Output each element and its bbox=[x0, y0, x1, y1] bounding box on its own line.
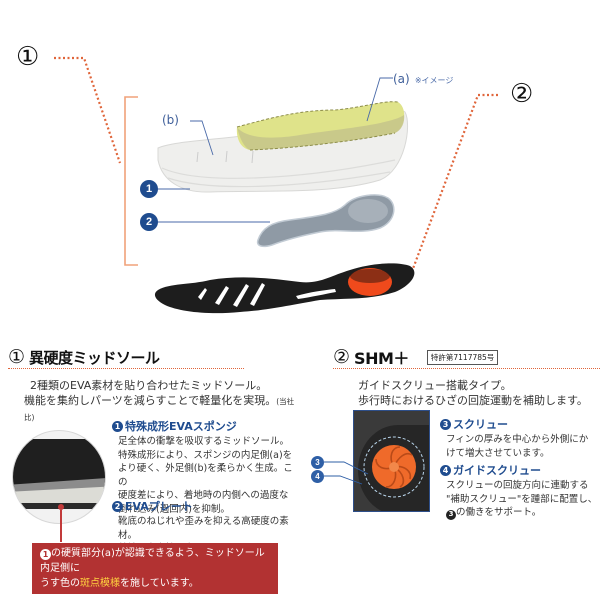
diagram-artwork bbox=[54, 56, 498, 314]
photo-pointer-dot bbox=[58, 504, 64, 510]
item3-title-text: スクリュー bbox=[453, 418, 508, 431]
marker-2: ② bbox=[510, 79, 534, 109]
section1-intro-line1: 2種類のEVA素材を貼り合わせたミッドソール。 bbox=[30, 379, 268, 392]
screw-photo bbox=[353, 410, 430, 512]
badge-2: 2 bbox=[140, 213, 158, 231]
section-shm: ② SHM＋ 特許第7117785号 ガイドスクリュー搭載タイプ。 歩行時におけ… bbox=[300, 340, 600, 600]
callout-highlight: 斑点模様 bbox=[80, 578, 120, 589]
item1-line: 硬度差により、着地時の内側への過度な bbox=[118, 490, 289, 501]
midsole-photo bbox=[12, 430, 106, 524]
section1-intro-line2: 機能を集約しパーツを減らすことで軽量化を実現。(当社比) bbox=[24, 393, 296, 425]
patent-badge: 特許第7117785号 bbox=[426, 349, 499, 365]
label-a-text: (a) bbox=[393, 72, 410, 86]
section1-number: ① bbox=[8, 346, 26, 368]
item2-title-text: EVAプレート bbox=[125, 500, 193, 513]
item4-title: 4 ガイドスクリュー bbox=[440, 462, 598, 478]
item3-line: けて増大させています。 bbox=[446, 447, 550, 459]
item2-badge: 2 bbox=[112, 500, 123, 512]
item3-title: 3 スクリュー bbox=[440, 416, 598, 432]
section1-intro-line2-text: 機能を集約しパーツを減らすことで軽量化を実現。 bbox=[24, 394, 277, 407]
item3-badge: 3 bbox=[440, 418, 451, 430]
photo-badge-4: 4 bbox=[311, 470, 324, 483]
item1-line: 特殊成形により、スポンジの内足側(a)を bbox=[118, 449, 293, 461]
item4-inline-badge: 3 bbox=[446, 509, 456, 520]
item1-line: 倒れ込み(過回内)を抑制。 bbox=[118, 503, 230, 515]
item4-badge: 4 bbox=[440, 464, 451, 476]
photo-badge-3: 3 bbox=[311, 456, 324, 469]
item3-line: フィンの厚みを中心から外側にか bbox=[446, 434, 589, 445]
screw-graphic bbox=[363, 436, 425, 498]
photo-pointer-line bbox=[60, 510, 62, 542]
item4-line: "補助スクリュー"を踵部に配置し、 bbox=[446, 493, 598, 505]
marker-1: ① bbox=[16, 42, 40, 72]
callout-line2-post: を施しています。 bbox=[120, 578, 199, 589]
section-midsole: ① 異硬度ミッドソール 2種類のEVA素材を貼り合わせたミッドソール。 機能を集… bbox=[0, 340, 300, 600]
item1-title-text: 特殊成形EVAスポンジ bbox=[125, 420, 237, 433]
section2-title: SHM＋ bbox=[354, 349, 409, 368]
section2-intro-line2: 歩行時におけるひざの回旋運動を補助します。 bbox=[358, 394, 588, 407]
section1-intro: 2種類のEVA素材を貼り合わせたミッドソール。 機能を集約しパーツを減らすことで… bbox=[24, 378, 296, 425]
section2-intro: ガイドスクリュー搭載タイプ。 歩行時におけるひざの回旋運動を補助します。 bbox=[358, 378, 598, 408]
item4-line: スクリューの回旋方向に連動する bbox=[446, 480, 589, 491]
label-a: (a) ※イメージ bbox=[393, 68, 453, 87]
callout-line2-pre: うす色の bbox=[40, 578, 80, 589]
item1: 1 特殊成形EVAスポンジ 足全体の衝撃を吸収するミッドソール。 特殊成形により… bbox=[112, 418, 300, 516]
item1-badge: 1 bbox=[112, 420, 123, 432]
section1-intro-note: (当社比) bbox=[24, 397, 295, 422]
item3-body: フィンの厚みを中心から外側にか けて増大させています。 bbox=[440, 433, 598, 460]
item4-last-line-text: の働きをサポート。 bbox=[456, 507, 542, 518]
callout-badge: 1 bbox=[40, 549, 51, 560]
section2-header: ② SHM＋ 特許第7117785号 bbox=[333, 346, 600, 369]
section1-header: ① 異硬度ミッドソール bbox=[8, 346, 244, 369]
exploded-sole-diagram: ① ② (a) ※イメージ (b) 1 2 bbox=[16, 42, 534, 314]
item4: 4 ガイドスクリュー スクリューの回旋方向に連動する "補助スクリュー"を踵部に… bbox=[440, 462, 598, 520]
section2-intro-line1: ガイドスクリュー搭載タイプ。 bbox=[358, 379, 512, 392]
item1-title: 1 特殊成形EVAスポンジ bbox=[112, 418, 300, 434]
item4-title-text: ガイドスクリュー bbox=[453, 464, 541, 477]
section2-number: ② bbox=[333, 346, 351, 368]
item3: 3 スクリュー フィンの厚みを中心から外側にか けて増大させています。 bbox=[440, 416, 598, 460]
section1-title: 異硬度ミッドソール bbox=[29, 348, 160, 367]
item1-line: 足全体の衝撃を吸収するミッドソール。 bbox=[118, 436, 290, 447]
item1-body: 足全体の衝撃を吸収するミッドソール。 特殊成形により、スポンジの内足側(a)を … bbox=[112, 435, 300, 516]
item1-line: より硬く、外足側(b)を柔らかく生成。この bbox=[118, 463, 293, 488]
item2-title: 2 EVAプレート bbox=[112, 498, 300, 514]
label-a-note: ※イメージ bbox=[414, 76, 454, 85]
item2-line: 靴底のねじれや歪みを抑える高硬度の素材。 bbox=[118, 516, 289, 541]
badge-1: 1 bbox=[140, 180, 158, 198]
photo-badge-leaders bbox=[324, 461, 369, 485]
callout-line2: うす色の斑点模様を施しています。 bbox=[40, 576, 270, 591]
callout-line1-text: の硬質部分(a)が認識できるよう、ミッドソール内足側に bbox=[40, 548, 265, 574]
label-b: (b) bbox=[162, 113, 179, 127]
